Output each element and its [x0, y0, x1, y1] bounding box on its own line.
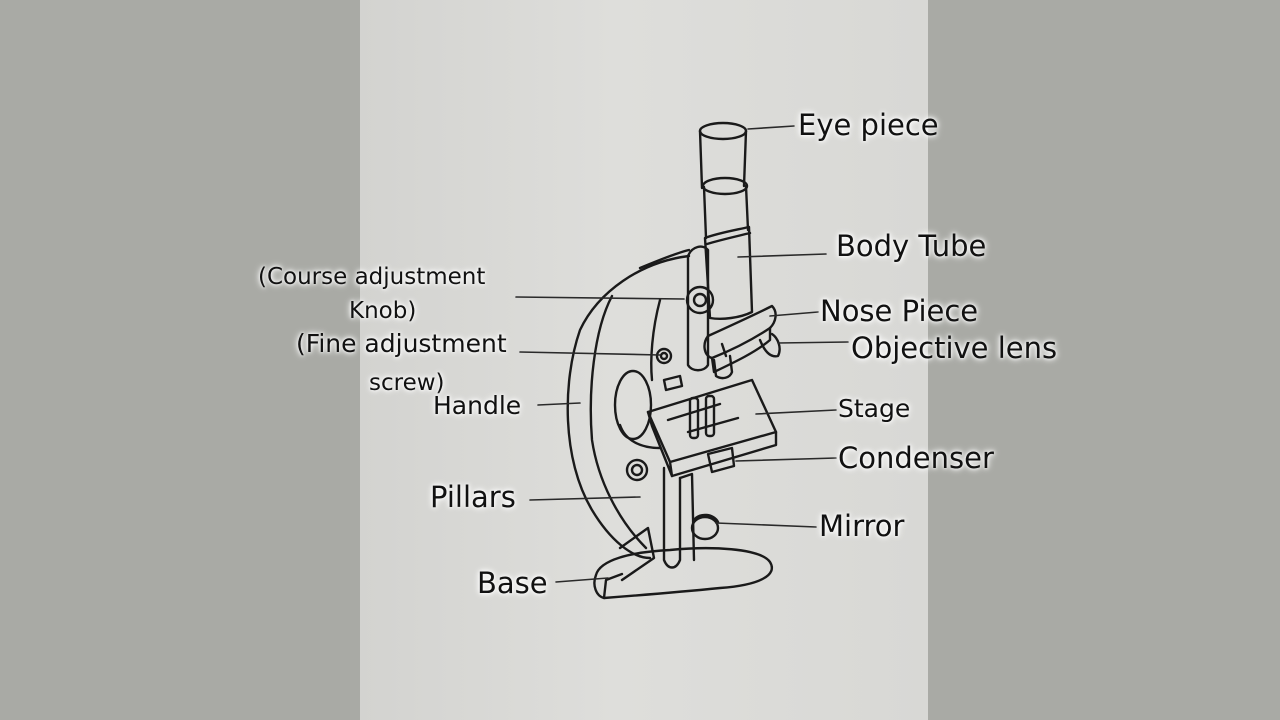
course-knob-label-line2: Knob) — [349, 298, 416, 324]
body-tube-shape — [703, 178, 752, 319]
microscope-outline — [568, 123, 780, 598]
stage-label: Stage — [838, 394, 910, 423]
mirror-label: Mirror — [819, 509, 904, 543]
condenser-shape — [708, 448, 734, 472]
base-label: Base — [477, 566, 548, 600]
fine-screw-shape — [657, 349, 671, 363]
mirror-shape — [692, 515, 718, 539]
course-knob-label-line1: (Course adjustment — [258, 264, 485, 290]
nose-piece-label: Nose Piece — [820, 294, 978, 328]
fine-screw-label-line1: (Fine adjustment — [296, 329, 507, 358]
base-shape — [594, 528, 771, 598]
handle-label: Handle — [433, 391, 521, 420]
stage-shape — [648, 380, 776, 476]
lower-knob-shape — [627, 460, 647, 480]
objective-lens-label: Objective lens — [851, 331, 1057, 365]
body-tube-label: Body Tube — [836, 229, 986, 263]
pillars-label: Pillars — [430, 480, 516, 514]
rack-column-shape — [687, 247, 713, 371]
condenser-label: Condenser — [838, 441, 994, 475]
stage-clip-shape — [664, 376, 682, 390]
pillar-shape — [664, 468, 694, 568]
eye-piece-label: Eye piece — [798, 108, 939, 142]
leader-lines — [516, 126, 848, 582]
